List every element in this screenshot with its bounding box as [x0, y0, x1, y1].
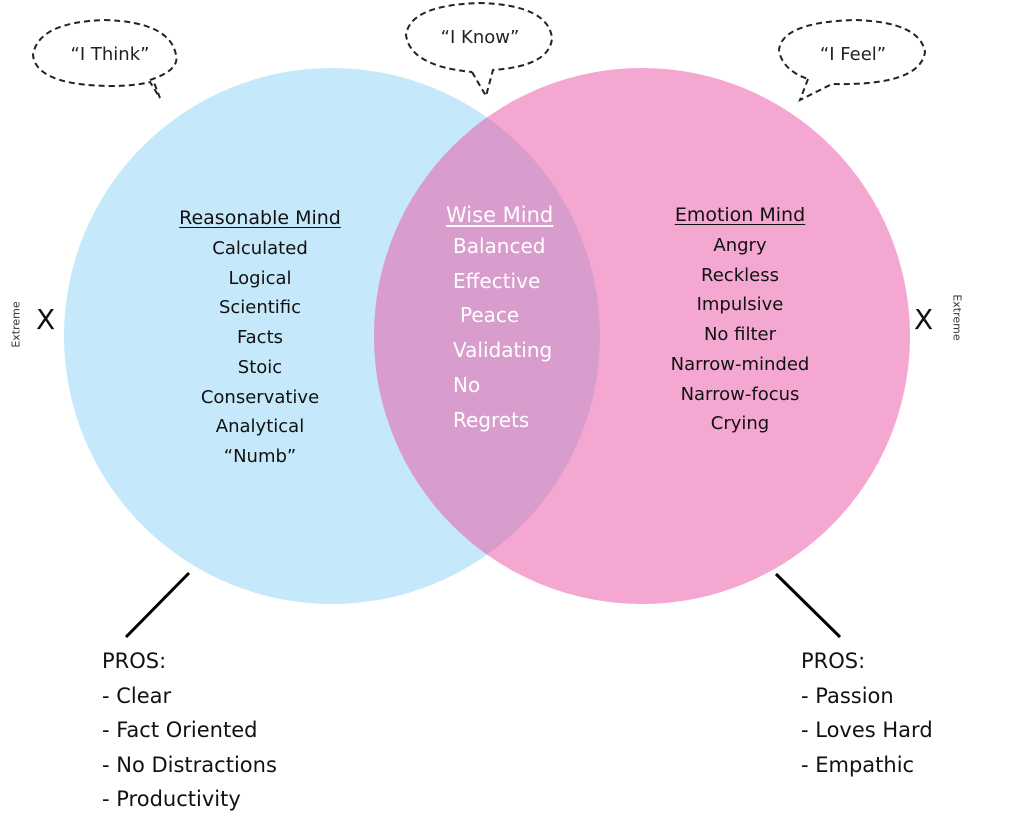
- know-bubble-label: “I Know”: [440, 27, 520, 48]
- feel-bubble: [777, 18, 927, 103]
- right-pros-connector: [774, 572, 842, 639]
- emotion-item: Impulsive: [696, 294, 784, 316]
- reasonable-item: Logical: [228, 267, 292, 289]
- emotion-pros: PROS: - Passion - Loves Hard - Empathic: [801, 644, 933, 782]
- pros-item: - Fact Oriented: [102, 718, 258, 743]
- think-bubble-label: “I Think”: [70, 44, 150, 65]
- reasonable-pros: PROS: - Clear - Fact Oriented - No Distr…: [102, 644, 277, 817]
- wise-item: Peace: [460, 303, 520, 328]
- reasonable-item: Scientific: [218, 297, 302, 319]
- emotion-mind-section: Emotion Mind Angry Reckless Impulsive No…: [640, 204, 840, 439]
- reasonable-item: “Numb”: [223, 445, 297, 467]
- emotion-item: Reckless: [701, 264, 779, 286]
- wise-item: No: [453, 372, 481, 397]
- wise-item: Validating: [453, 338, 553, 363]
- left-extreme-label: Extreme: [9, 301, 23, 348]
- emotion-item: Narrow-focus: [680, 383, 800, 405]
- reasonable-mind-section: Reasonable Mind Calculated Logical Scien…: [160, 207, 360, 472]
- right-extreme-label: Extreme: [950, 294, 964, 341]
- pros-title: PROS:: [102, 649, 167, 673]
- emotion-item: Crying: [710, 413, 770, 435]
- left-pros-connector: [124, 571, 191, 639]
- pros-item: - Productivity: [102, 787, 241, 812]
- reasonable-item: Conservative: [200, 386, 320, 408]
- wise-item: Regrets: [453, 407, 530, 432]
- pros-title: PROS:: [801, 649, 866, 673]
- know-bubble: [404, 1, 554, 99]
- wise-mind-overlap: [374, 68, 600, 604]
- feel-bubble-label: “I Feel”: [819, 44, 887, 65]
- think-bubble: [31, 18, 178, 99]
- wise-item: Balanced: [453, 234, 546, 258]
- wise-item: Effective: [453, 268, 541, 293]
- emotion-item: Narrow-minded: [670, 353, 810, 375]
- reasonable-mind-title: Reasonable Mind: [179, 207, 341, 229]
- pros-item: - Passion: [801, 683, 894, 708]
- emotion-item: Angry: [713, 235, 767, 256]
- reasonable-item: Calculated: [212, 238, 308, 259]
- pros-item: - Loves Hard: [801, 718, 933, 743]
- pros-item: - Empathic: [801, 752, 915, 777]
- wise-mind-section: Wise Mind Balanced Effective Peace Valid…: [446, 203, 553, 437]
- pros-item: - No Distractions: [102, 752, 277, 777]
- emotion-mind-title: Emotion Mind: [674, 204, 806, 226]
- reasonable-item: Facts: [236, 327, 284, 349]
- emotion-item: No filter: [703, 324, 777, 346]
- reasonable-item: Analytical: [215, 416, 305, 438]
- left-extreme-x-icon: X: [36, 303, 56, 336]
- right-extreme-x-icon: X: [914, 303, 934, 336]
- reasonable-item: Stoic: [237, 356, 283, 378]
- pros-item: - Clear: [102, 683, 172, 708]
- wise-mind-title: Wise Mind: [446, 203, 554, 227]
